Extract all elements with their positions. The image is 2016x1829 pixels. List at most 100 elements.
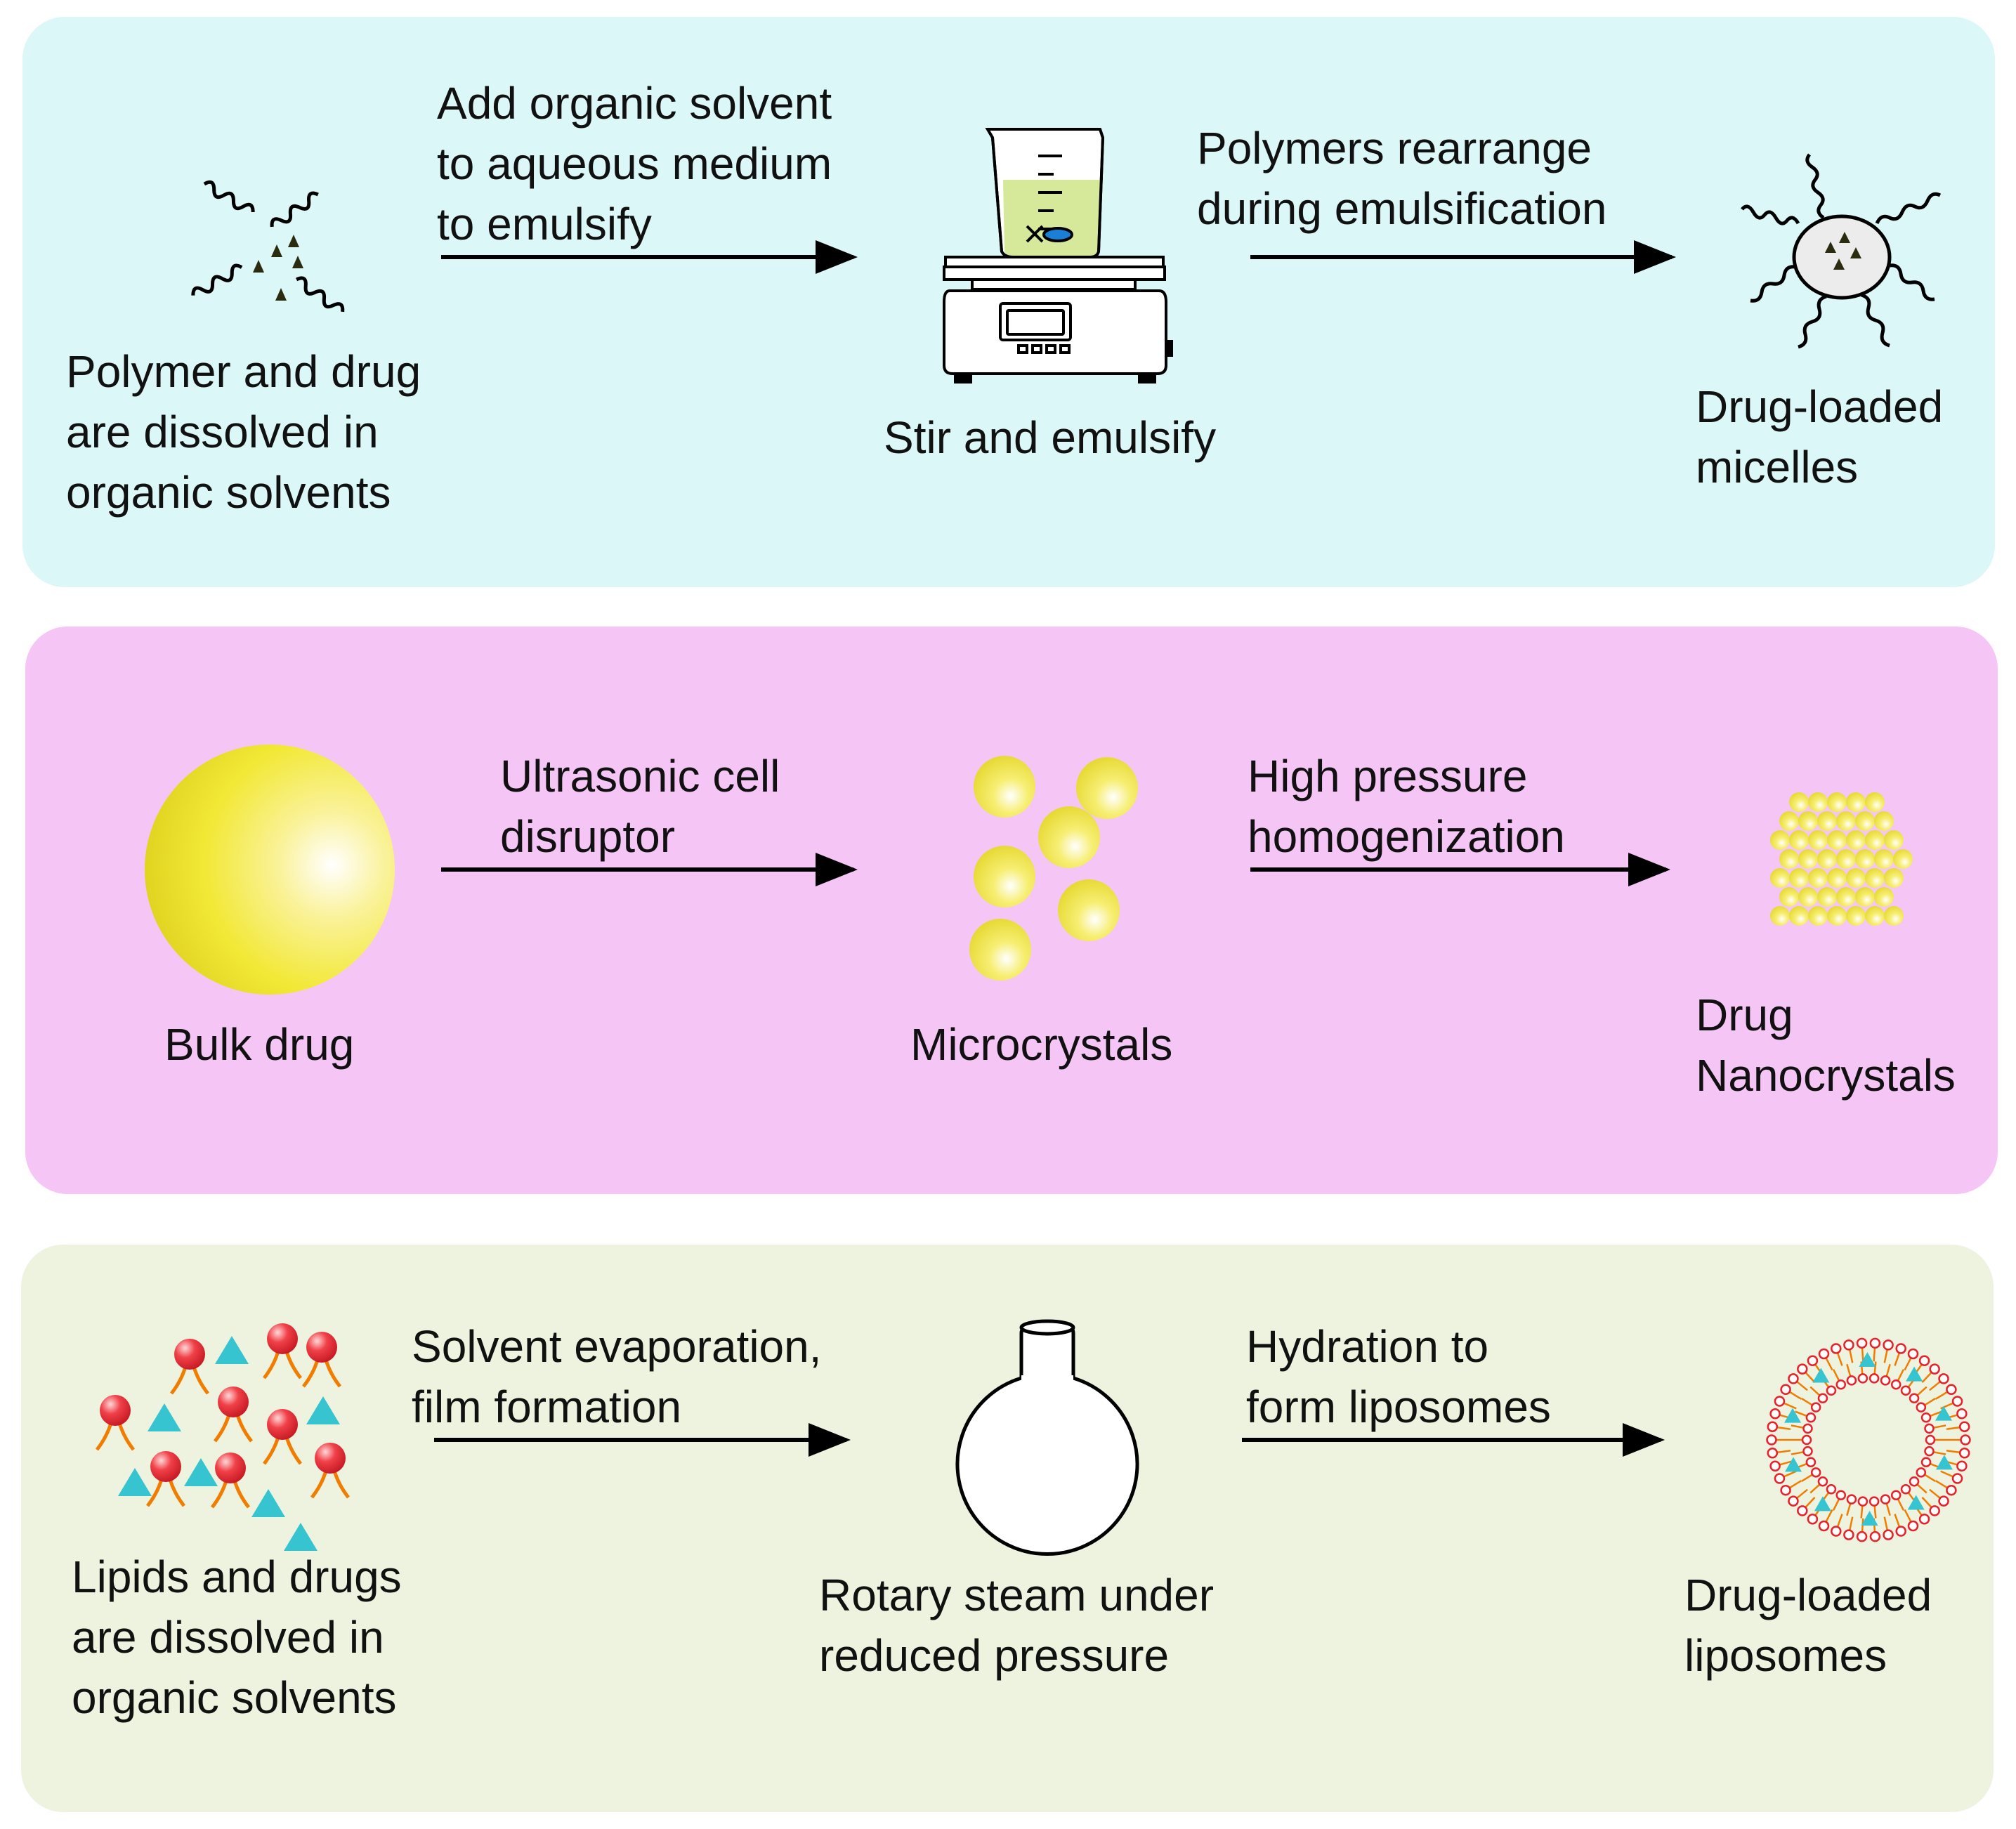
- lipid-head: [1925, 1434, 1936, 1446]
- drug-molecule-triangle: [1859, 1352, 1876, 1368]
- nanocrystal-particle: [1874, 849, 1894, 869]
- nanocrystal-particle: [1836, 849, 1856, 869]
- lipid-molecule: [263, 1409, 302, 1465]
- lipid-head: [1774, 1396, 1786, 1407]
- lipid-head: [1951, 1396, 1963, 1407]
- lipid-head: [1810, 1402, 1821, 1412]
- nanocrystal-particle: [1779, 811, 1799, 831]
- nanocrystal-particle: [1884, 868, 1904, 888]
- drug-molecule-triangle: [118, 1468, 152, 1496]
- lipid-head: [1951, 1473, 1963, 1484]
- lipids-and-drugs-icon: [96, 1323, 350, 1551]
- lipid-head: [1958, 1448, 1970, 1459]
- lipid-head: [1780, 1384, 1791, 1396]
- nanocrystal-particle: [1874, 811, 1894, 831]
- lipid-head: [1895, 1526, 1906, 1537]
- lipid-head: [1900, 1483, 1911, 1495]
- nanocrystal-particle: [1846, 830, 1866, 850]
- lipid-head: [1831, 1343, 1842, 1354]
- nanocrystal-particle: [1827, 830, 1847, 850]
- lipid-head: [1946, 1384, 1957, 1396]
- lipid-head: [1818, 1520, 1830, 1532]
- nanocrystal-particle: [1846, 868, 1866, 888]
- lipid-head: [1856, 1337, 1868, 1349]
- lipid-head: [1946, 1484, 1957, 1496]
- nanocrystal-particle: [1789, 830, 1809, 850]
- lipid-molecule: [263, 1323, 302, 1379]
- lipid-head: [1895, 1343, 1906, 1354]
- drug-molecule-triangle: [1935, 1455, 1953, 1470]
- lipid-head: [1788, 1373, 1799, 1384]
- lipid-head: [1831, 1526, 1842, 1537]
- micelle-middle-label: Stir and emulsify: [884, 412, 1217, 463]
- nanocrystal-particle: [1893, 849, 1913, 869]
- bulk-drug-sphere: [145, 745, 395, 995]
- lipid-head: [1802, 1423, 1813, 1434]
- lipid-molecule: [302, 1332, 341, 1388]
- nanocrystal-particle: [1865, 868, 1885, 888]
- micelle-start-label: Polymer and drug are dissolved in organi…: [66, 346, 421, 518]
- lipid-head: [1909, 1393, 1920, 1403]
- nanocrystal-particle: [1808, 868, 1828, 888]
- lipid-head: [1929, 1363, 1940, 1375]
- liposome-icon: [1766, 1337, 1971, 1542]
- nanocrystal-particle: [1827, 906, 1847, 926]
- lipid-head: [1938, 1373, 1949, 1384]
- nanocrystal-particle: [1865, 906, 1885, 926]
- lipid-head: [1766, 1434, 1777, 1446]
- nanocrystal-particle: [1789, 906, 1809, 926]
- lipid-head: [1774, 1473, 1786, 1484]
- drug-molecule-triangle: [1784, 1408, 1802, 1423]
- nanocrystal-particle: [1884, 906, 1904, 926]
- lipid-molecule: [96, 1395, 135, 1451]
- nanocrystal-particle: [1789, 792, 1809, 812]
- lipid-head: [1843, 1339, 1854, 1351]
- nanocrystal-particle: [1827, 792, 1847, 812]
- lipid-head: [1769, 1460, 1781, 1471]
- lipid-head: [1805, 1412, 1817, 1423]
- drug-molecule-triangle: [306, 1396, 340, 1424]
- lipid-head: [1807, 1355, 1819, 1367]
- lipid-head: [1918, 1513, 1930, 1525]
- lipid-head: [1956, 1408, 1968, 1420]
- lipid-molecule: [170, 1339, 209, 1395]
- nanocrystal-particle: [1808, 830, 1828, 850]
- lipid-head: [1869, 1530, 1881, 1542]
- lipid-head: [1769, 1408, 1781, 1420]
- nanocrystal-particle: [1808, 906, 1828, 926]
- lipid-head: [1920, 1412, 1932, 1423]
- nanocrystal-particle: [1779, 887, 1799, 907]
- nanocrystal-particle: [1827, 868, 1847, 888]
- nanocrystal-step1-label: Ultrasonic cell disruptor: [500, 751, 780, 862]
- lipid-head: [1818, 1348, 1830, 1360]
- microcrystals-cluster: [969, 756, 1138, 981]
- lipid-head: [1868, 1496, 1880, 1507]
- lipid-head: [1780, 1484, 1791, 1496]
- nanocrystal-particle: [1874, 887, 1894, 907]
- nanocrystal-particle: [1865, 792, 1885, 812]
- nanocrystal-end-label: Drug Nanocrystals: [1696, 990, 1956, 1101]
- lipid-head: [1826, 1385, 1837, 1396]
- lipid-molecule: [146, 1451, 185, 1507]
- drug-molecule-triangle: [215, 1336, 249, 1364]
- drug-molecule-triangle: [1812, 1368, 1830, 1383]
- lipid-head: [1817, 1476, 1828, 1487]
- nanocrystal-particle: [1817, 887, 1837, 907]
- nanocrystal-particle: [1779, 849, 1799, 869]
- nanocrystal-start-label: Bulk drug: [164, 1019, 355, 1070]
- lipid-head: [1900, 1385, 1911, 1396]
- lipid-head: [1810, 1467, 1821, 1478]
- nanocrystal-particle: [1770, 906, 1790, 926]
- nanocrystal-middle-label: Microcrystals: [910, 1019, 1173, 1070]
- nanocrystal-particle: [1789, 868, 1809, 888]
- lipid-head: [1802, 1446, 1813, 1457]
- lipid-head: [1767, 1448, 1779, 1459]
- lipid-head: [1856, 1530, 1868, 1542]
- nanocrystal-particle: [1846, 792, 1866, 812]
- liposome-middle-label: Rotary steam under reduced pressure: [819, 1570, 1215, 1681]
- liposome-step1-label: Solvent evaporation, film formation: [412, 1321, 822, 1432]
- micelle-step1-label: Add organic solvent to aqueous medium to…: [437, 78, 832, 249]
- lipid-head: [1958, 1421, 1970, 1432]
- nanocrystal-particle: [1836, 887, 1856, 907]
